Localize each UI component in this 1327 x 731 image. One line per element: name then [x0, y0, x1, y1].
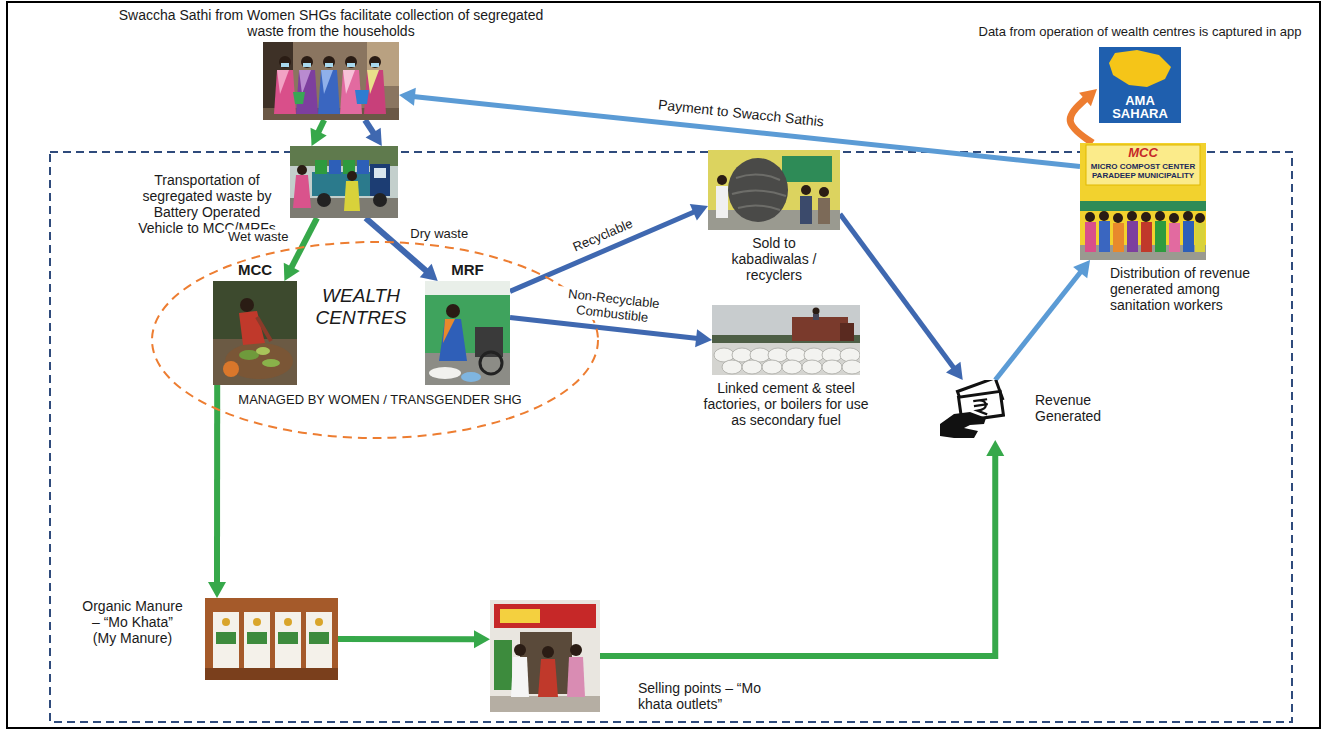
revenue-icon-image: [940, 380, 1003, 438]
outlet-photo-image: [490, 600, 600, 712]
arrow-head: [1079, 89, 1097, 106]
flow-label: Recyclable: [569, 215, 639, 256]
node-text: MICRO COMPOST CENTER PARADEEP MUNICIPALI…: [1087, 163, 1199, 181]
arrow-head: [690, 204, 708, 221]
node-text: MCC: [238, 261, 272, 278]
outlet-photo: Selling points – “Mo khata outlets”: [490, 600, 600, 712]
arrow-head: [284, 263, 300, 281]
arrow-head: [399, 88, 416, 106]
compost-photo: MCC: [213, 281, 297, 385]
arrow-line: [600, 454, 995, 656]
sorting-photo-picture: [425, 281, 510, 385]
arrow-line: [338, 636, 476, 642]
manure-photo-picture: [205, 598, 338, 680]
collection-photo-image: [263, 42, 399, 120]
arrow-line: [995, 271, 1081, 380]
flow-arrow: [338, 630, 490, 648]
node-text: WEALTH CENTRES: [306, 285, 416, 329]
compost-photo-image: [213, 281, 297, 385]
manure-photo: Organic Manure – “Mo Khata” (My Manure): [205, 598, 338, 680]
revenue-icon-picture: [940, 380, 1005, 440]
node-text: Linked cement & steel factories, or boil…: [696, 380, 876, 428]
node-text: MRF: [451, 261, 484, 278]
arrow-head: [420, 264, 438, 281]
node-text: AMA SAHARA: [1107, 94, 1173, 121]
transport-photo-picture: [290, 146, 398, 218]
flow-arrow: [510, 204, 708, 291]
arrow-head: [1073, 260, 1090, 278]
arrow-head: [366, 128, 382, 146]
transport-photo: Transportation of segregated waste by Ba…: [290, 146, 398, 218]
payout-photo: MCC MICRO COMPOST CENTER PARADEEP MUNICIP…: [1080, 143, 1206, 260]
node-text: Organic Manure – “Mo Khata” (My Manure): [80, 598, 185, 646]
node-text: Selling points – “Mo khata outlets”: [638, 680, 766, 712]
node-text: MCC: [1128, 146, 1158, 161]
arrow-head: [208, 582, 226, 598]
fuel-photo: Linked cement & steel factories, or boil…: [712, 305, 860, 375]
arrow-head: [474, 630, 490, 648]
collection-photo-picture: [263, 42, 399, 120]
arrow-head: [695, 329, 712, 347]
collection-photo: Swaccha Sathi from Women SHGs facilitate…: [263, 42, 399, 120]
node-text: Transportation of segregated waste by Ba…: [132, 172, 282, 236]
flow-arrow: [1070, 89, 1097, 143]
wealth-centre-ellipse-image: [152, 242, 598, 438]
outer-frame: [7, 2, 1320, 728]
arrow-line: [510, 212, 695, 292]
node-text: Revenue Generated: [1035, 392, 1125, 424]
buyer-photo: Sold to kabadiwalas / recyclers: [708, 150, 840, 230]
arrow-line: [318, 120, 324, 133]
compost-photo-picture: [213, 281, 297, 385]
node-text: Distribution of revenue generated among …: [1110, 265, 1275, 313]
sorting-photo: MRF: [425, 281, 510, 385]
node-text: Sold to kabadiwalas / recyclers: [719, 235, 829, 283]
payout-photo-picture: [1080, 143, 1206, 260]
flow-arrow: [995, 260, 1090, 380]
flow-arrow: [600, 440, 1004, 656]
buyer-photo-picture: [708, 150, 840, 230]
app-logo: Data from operation of wealth centres is…: [1097, 45, 1183, 125]
sorting-photo-image: [425, 281, 510, 385]
arrow-line: [214, 385, 220, 584]
node-text: Swaccha Sathi from Women SHGs facilitate…: [111, 7, 551, 39]
fuel-photo-picture: [712, 305, 860, 375]
revenue-icon: Revenue Generated: [940, 380, 1005, 440]
outlet-photo-picture: [490, 600, 600, 712]
buyer-photo-image: [708, 150, 840, 230]
arrow-head: [986, 440, 1004, 456]
flow-arrow: [310, 120, 326, 146]
flow-arrow: [365, 120, 382, 146]
arrow-line: [291, 218, 317, 269]
arrow-line: [1070, 98, 1092, 143]
payout-photo-image: [1080, 143, 1206, 260]
fuel-photo-image: [712, 305, 860, 375]
node-text: Data from operation of wealth centres is…: [978, 25, 1301, 40]
flow-label: Non-Recyclable Combustible: [554, 286, 673, 329]
arrow-head: [310, 128, 326, 146]
app-logo-image: [1098, 46, 1182, 124]
arrow-line: [365, 120, 374, 134]
flow-label: Wet waste: [225, 229, 291, 244]
transport-photo-image: [290, 146, 398, 218]
flow-label: Payment to Swacch Sathis: [655, 96, 828, 130]
node-text: MANAGED BY WOMEN / TRANSGENDER SHG: [238, 393, 521, 408]
wealth-centre-ellipse: WEALTH CENTRES MANAGED BY WOMEN / TRANSGE…: [150, 240, 600, 440]
manure-photo-image: [205, 598, 338, 680]
flow-label: Dry waste: [407, 226, 471, 241]
arrow-head: [946, 362, 963, 380]
flow-arrow: [208, 385, 226, 598]
